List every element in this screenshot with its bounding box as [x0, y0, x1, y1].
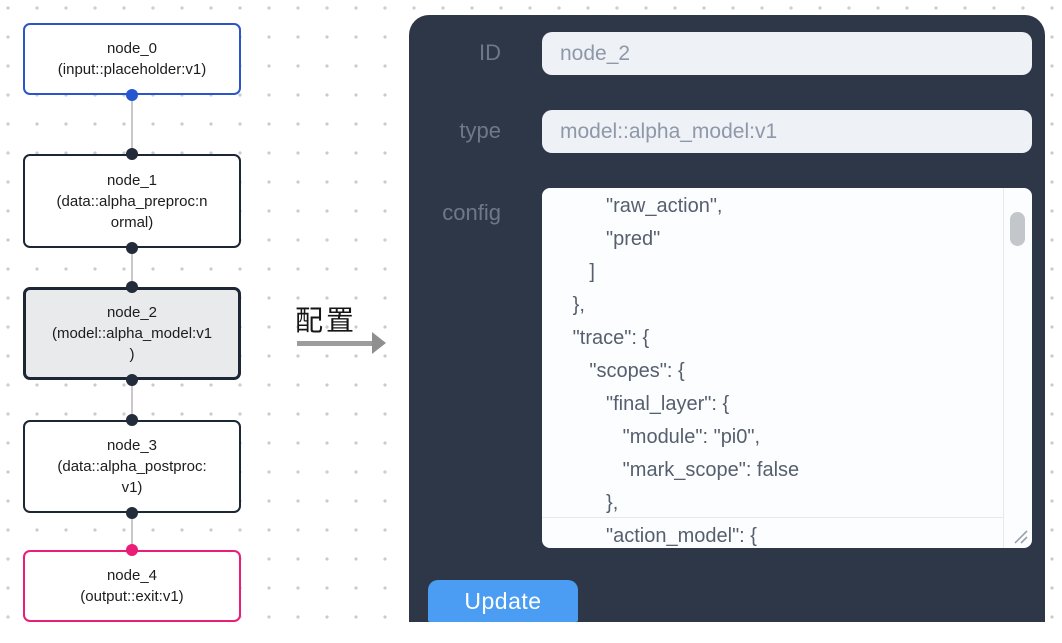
node-subtitle: (data::alpha_preproc:n ormal): [56, 192, 208, 231]
edge-node0-node1: [131, 95, 133, 154]
node-title: node_1: [106, 171, 158, 189]
port-node_0-out[interactable]: [126, 89, 138, 101]
config-json-text: "raw_action", "pred" ] }, "trace": { "sc…: [572, 195, 800, 547]
scrollbar-thumb[interactable]: [1010, 212, 1025, 246]
type-label: type: [459, 118, 501, 143]
node-node_3[interactable]: node_3 (data::alpha_postproc: v1): [23, 420, 241, 513]
node-subtitle: (data::alpha_postproc: v1): [57, 458, 207, 496]
node-node_4[interactable]: node_4 (output::exit:v1): [23, 550, 241, 622]
update-button[interactable]: Update: [428, 580, 578, 622]
node-node_1[interactable]: node_1 (data::alpha_preproc:n ormal): [23, 154, 241, 248]
config-panel: ID type config "raw_action", "pred" ] },…: [409, 15, 1045, 622]
edge-node3-node4: [131, 513, 133, 550]
node-title: node_3: [106, 437, 158, 454]
resize-grip-icon[interactable]: [1009, 525, 1029, 545]
id-label: ID: [479, 40, 501, 65]
node-title: node_0: [106, 40, 158, 57]
transition-label: 配置: [295, 305, 358, 336]
port-node_2-out[interactable]: [126, 374, 138, 386]
node-title: node_4: [106, 567, 158, 584]
hscrollbar-track-divider: [542, 517, 1004, 518]
arrow-right-icon: [372, 332, 386, 354]
scrollbar-track-divider: [1003, 188, 1004, 548]
port-node_2-in[interactable]: [126, 281, 138, 293]
node-node_2-selected[interactable]: node_2 (model::alpha_model:v1 ): [23, 287, 241, 380]
port-node_3-in[interactable]: [126, 414, 138, 426]
edge-node2-node3: [131, 380, 133, 420]
type-input[interactable]: [542, 110, 1032, 153]
port-node_4-in[interactable]: [126, 544, 138, 556]
port-node_3-out[interactable]: [126, 507, 138, 519]
port-node_1-in[interactable]: [126, 148, 138, 160]
edge-node1-node2: [131, 248, 133, 287]
config-textarea[interactable]: "raw_action", "pred" ] }, "trace": { "sc…: [542, 188, 1032, 548]
node-title: node_2: [106, 304, 158, 321]
node-node_0[interactable]: node_0 (input::placeholder:v1): [23, 23, 241, 95]
node-subtitle: (input::placeholder:v1): [57, 61, 207, 78]
id-input[interactable]: [542, 32, 1032, 75]
port-node_1-out[interactable]: [126, 242, 138, 254]
config-label: config: [442, 200, 501, 225]
node-subtitle: (model::alpha_model:v1 ): [51, 325, 213, 363]
arrow-line: [297, 341, 373, 346]
node-subtitle: (output::exit:v1): [80, 588, 184, 605]
